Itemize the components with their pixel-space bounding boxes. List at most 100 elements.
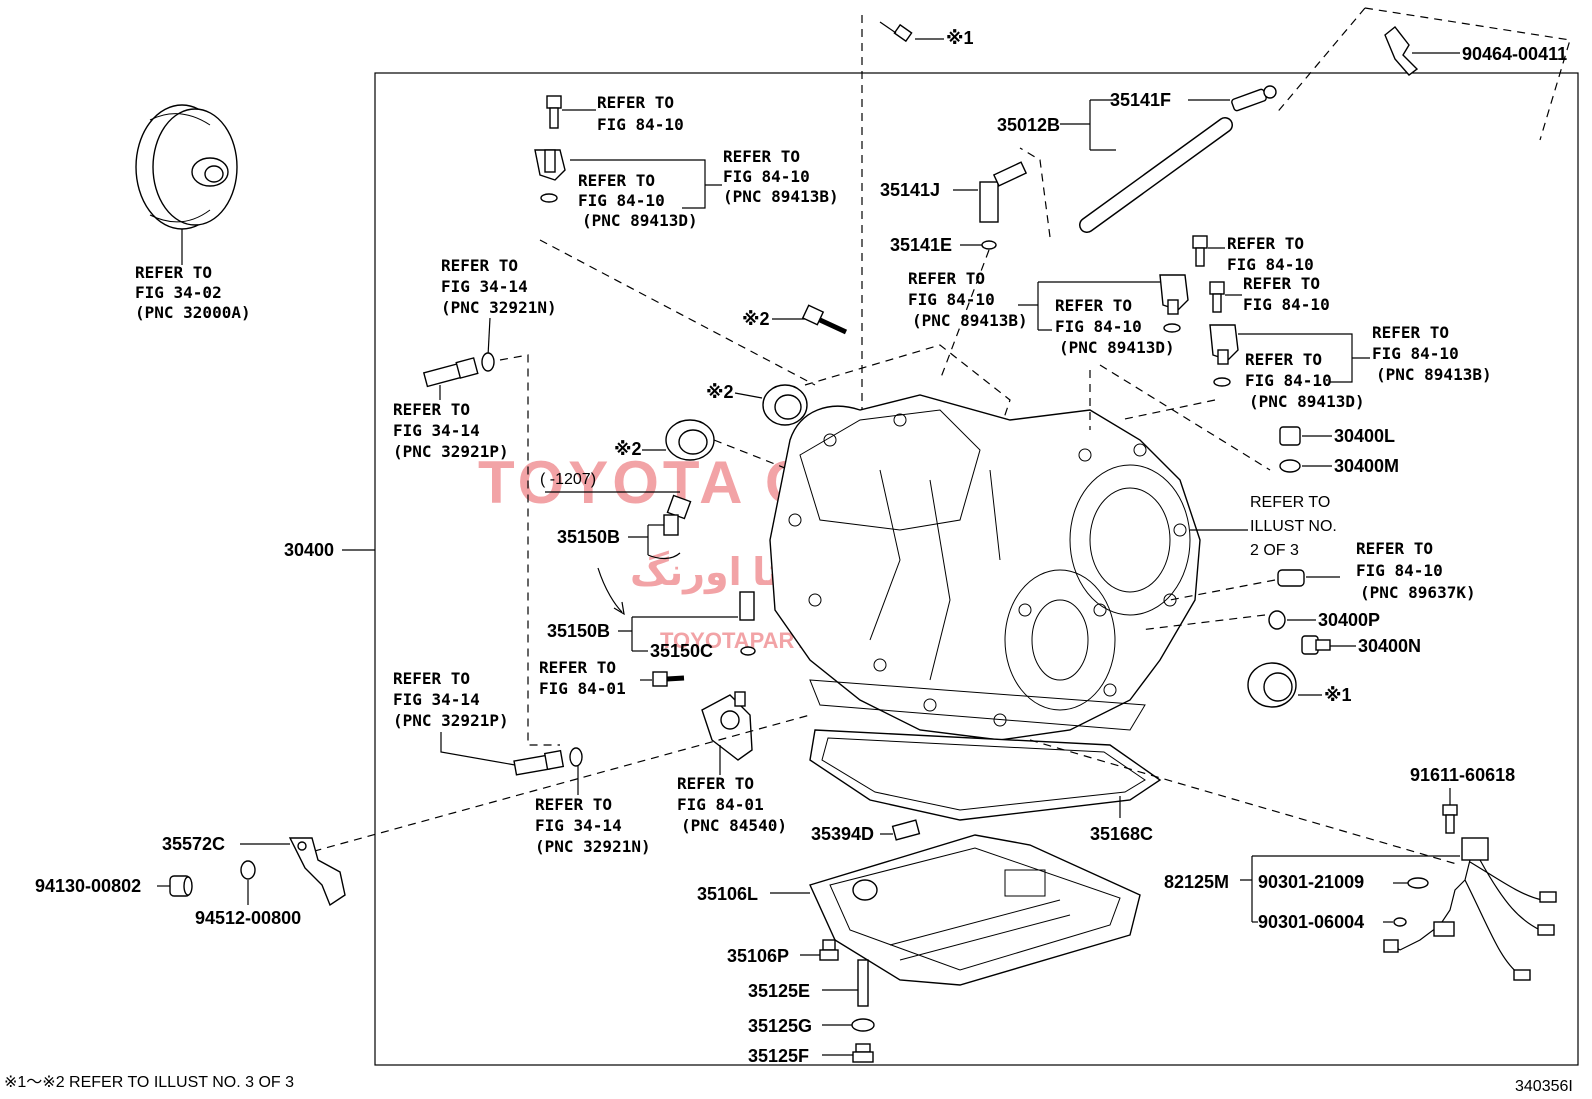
oil-cooler-pipe-35012B[interactable] bbox=[1079, 117, 1233, 233]
svg-text:REFER TO: REFER TO bbox=[723, 147, 800, 166]
label-35141J: 35141J bbox=[880, 180, 940, 200]
oring-90301-21009[interactable] bbox=[1407, 877, 1429, 889]
oring-pipe-upper[interactable] bbox=[481, 352, 495, 372]
label-90301-21009: 90301-21009 bbox=[1258, 872, 1364, 892]
torque-converter[interactable] bbox=[135, 104, 238, 230]
svg-text:REFER TO: REFER TO bbox=[135, 263, 212, 282]
label-94512-00800: 94512-00800 bbox=[195, 908, 301, 928]
bolt-switch[interactable] bbox=[652, 671, 685, 687]
union-bolt-35141F[interactable] bbox=[1231, 85, 1277, 112]
gasket-30400P[interactable] bbox=[1268, 610, 1286, 630]
speed-sensor-right[interactable] bbox=[1209, 324, 1239, 365]
svg-text:REFER TO: REFER TO bbox=[535, 795, 612, 814]
ref-pipe-upper-fitting: REFER TO FIG 34-14 (PNC 32921P) bbox=[393, 400, 509, 461]
neutral-start-switch[interactable] bbox=[701, 691, 753, 761]
magnet-35394D[interactable] bbox=[891, 819, 921, 841]
transaxle-case[interactable] bbox=[769, 394, 1201, 741]
gasket-30400M[interactable] bbox=[1279, 459, 1301, 473]
label-90464-00411: 90464-00411 bbox=[1462, 44, 1567, 64]
oring-mid-sensor[interactable] bbox=[1163, 323, 1181, 333]
washer-94512[interactable] bbox=[240, 860, 256, 880]
label-35168C: 35168C bbox=[1090, 824, 1153, 844]
oring-right-sensor[interactable] bbox=[1213, 377, 1231, 387]
speed-sensor-top[interactable] bbox=[534, 149, 566, 181]
bolt-top-sensor[interactable] bbox=[546, 95, 562, 129]
label-35150C: 35150C bbox=[650, 641, 713, 661]
svg-text:REFER TO: REFER TO bbox=[1227, 234, 1304, 253]
ref-sensor-top-bolt: REFER TO FIG 84-10 bbox=[597, 93, 684, 134]
label-35125G: 35125G bbox=[748, 1016, 812, 1036]
oring-35150C[interactable] bbox=[740, 646, 756, 656]
svg-text:FIG 84-10: FIG 84-10 bbox=[723, 167, 810, 186]
svg-text:REFER TO: REFER TO bbox=[539, 658, 616, 677]
svg-text:(PNC 89413B): (PNC 89413B) bbox=[912, 311, 1028, 330]
bolt-ref2[interactable] bbox=[801, 304, 848, 335]
oil-seal-ref2-a[interactable] bbox=[762, 384, 808, 426]
plug-30400N[interactable] bbox=[1301, 635, 1331, 655]
ref-illust-2: REFER TO ILLUST NO. 2 OF 3 bbox=[1250, 494, 1337, 559]
label-30400L: 30400L bbox=[1334, 426, 1395, 446]
connector-35150B-top[interactable] bbox=[663, 494, 692, 536]
clip-90464[interactable] bbox=[1384, 26, 1419, 76]
label-ref2-seal1: ※2 bbox=[706, 382, 734, 402]
pipe-fitting-upper[interactable] bbox=[422, 357, 479, 388]
label-82125M: 82125M bbox=[1164, 872, 1229, 892]
ref-torque-converter: REFER TO FIG 34-02 (PNC 32000A) bbox=[135, 263, 251, 322]
label-35125E: 35125E bbox=[748, 981, 810, 1001]
union-35141J[interactable] bbox=[979, 161, 1028, 223]
svg-text:(PNC 89413D): (PNC 89413D) bbox=[582, 211, 698, 230]
oil-seal-ref2-b[interactable] bbox=[665, 419, 715, 461]
label-35106P: 35106P bbox=[727, 946, 789, 966]
svg-text:ILLUST NO.: ILLUST NO. bbox=[1250, 518, 1337, 535]
svg-text:(PNC 89413B): (PNC 89413B) bbox=[723, 187, 839, 206]
svg-text:FIG 34-14: FIG 34-14 bbox=[393, 421, 480, 440]
label-35125F: 35125F bbox=[748, 1046, 809, 1066]
pipe-fitting-lower[interactable] bbox=[513, 749, 565, 776]
oil-pan-gasket-35168C[interactable] bbox=[809, 729, 1162, 821]
svg-text:FIG 84-10: FIG 84-10 bbox=[1227, 255, 1314, 274]
ref-right-bolt-1: REFER TO FIG 84-10 bbox=[1227, 234, 1314, 274]
svg-text:FIG 34-02: FIG 34-02 bbox=[135, 283, 222, 302]
plug-35125F[interactable] bbox=[852, 1043, 874, 1063]
connector-35150B-bottom[interactable] bbox=[739, 591, 755, 621]
svg-text:REFER TO: REFER TO bbox=[578, 171, 655, 190]
gasket-35141E[interactable] bbox=[981, 240, 997, 250]
ref-switch-bolt: REFER TO FIG 84-01 bbox=[539, 658, 626, 698]
svg-text:(PNC 32921N): (PNC 32921N) bbox=[441, 298, 557, 317]
svg-text:REFER TO: REFER TO bbox=[1243, 274, 1320, 293]
pipe-35125E[interactable] bbox=[857, 959, 869, 1007]
oring-90301-06004[interactable] bbox=[1393, 917, 1407, 927]
gasket-35125G[interactable] bbox=[851, 1018, 875, 1032]
label-30400P: 30400P bbox=[1318, 610, 1380, 630]
bolt-ref1-top[interactable] bbox=[879, 21, 913, 43]
svg-text:(PNC 32921N): (PNC 32921N) bbox=[535, 837, 651, 856]
oil-seal-ref1[interactable] bbox=[1247, 662, 1297, 708]
svg-text:REFER TO: REFER TO bbox=[677, 774, 754, 793]
wire-harness-82125M[interactable] bbox=[1383, 837, 1557, 981]
bolt-91611[interactable] bbox=[1442, 804, 1458, 834]
bracket-35572C[interactable] bbox=[288, 837, 346, 907]
svg-text:FIG 34-14: FIG 34-14 bbox=[535, 816, 622, 835]
collar-94130[interactable] bbox=[169, 875, 193, 897]
bolt-35106P[interactable] bbox=[819, 939, 839, 961]
svg-text:(PNC 89413B): (PNC 89413B) bbox=[1376, 365, 1492, 384]
bolt-right-1[interactable] bbox=[1192, 235, 1208, 267]
oil-pan-35106L[interactable] bbox=[809, 834, 1141, 986]
speed-sensor-mid[interactable] bbox=[1159, 274, 1189, 315]
ref-pipe-lower-fitting: REFER TO FIG 34-14 (PNC 32921P) bbox=[393, 669, 509, 730]
ref-sensor-top-left: REFER TO FIG 84-10 (PNC 89413D) bbox=[578, 171, 698, 230]
label-30400M: 30400M bbox=[1334, 456, 1399, 476]
svg-text:FIG 84-10: FIG 84-10 bbox=[578, 191, 665, 210]
svg-text:REFER TO: REFER TO bbox=[393, 669, 470, 688]
svg-text:REFER TO: REFER TO bbox=[597, 93, 674, 112]
bolt-right-2[interactable] bbox=[1209, 281, 1225, 313]
svg-text:(PNC 89413D): (PNC 89413D) bbox=[1249, 392, 1365, 411]
label-ref1-seal: ※1 bbox=[1324, 685, 1352, 705]
oring-pipe-lower[interactable] bbox=[569, 747, 583, 767]
svg-text:(PNC 84540): (PNC 84540) bbox=[681, 816, 787, 835]
speed-sensor-89637K[interactable] bbox=[1277, 569, 1305, 587]
svg-text:FIG 34-14: FIG 34-14 bbox=[441, 277, 528, 296]
oring-top-sensor[interactable] bbox=[540, 193, 558, 203]
svg-text:REFER TO: REFER TO bbox=[393, 400, 470, 419]
plug-30400L[interactable] bbox=[1279, 426, 1301, 446]
